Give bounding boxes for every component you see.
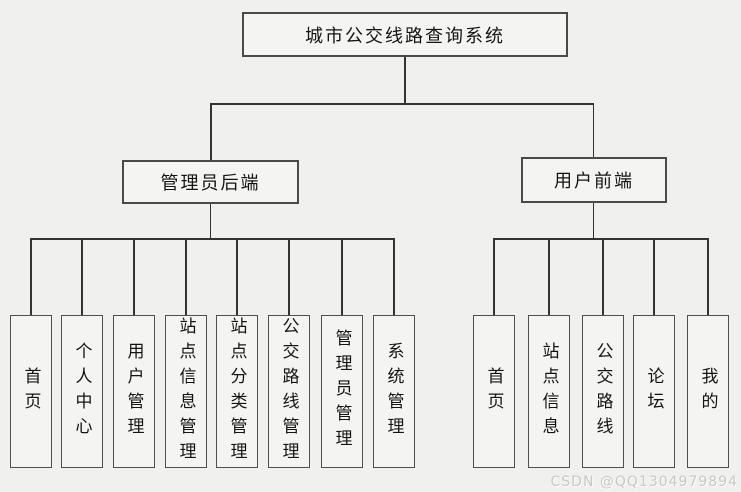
node-admin-backend-label: 管理员后端 [160, 173, 261, 193]
connector-user-drop-1 [493, 238, 495, 315]
node-label: 管理员管理 [332, 329, 352, 454]
node-label: 站点分类管理 [227, 316, 247, 467]
node-label: 系统管理 [384, 341, 404, 442]
connector-user-drop-3 [602, 238, 604, 315]
connector-level1-rail [210, 103, 594, 105]
node-admin-bus-route-management: 公交路线管理 [268, 315, 310, 468]
node-user-home: 首页 [473, 315, 515, 468]
node-label: 我的 [698, 366, 718, 417]
node-user-forum: 论坛 [633, 315, 675, 468]
connector-admin-drop-4 [185, 238, 187, 315]
node-admin-station-category-management: 站点分类管理 [216, 315, 258, 468]
node-label: 公交路线 [593, 341, 613, 442]
node-admin-user-management: 用户管理 [113, 315, 155, 468]
node-label: 用户管理 [124, 341, 144, 442]
node-label: 首页 [21, 366, 41, 417]
node-admin-system-management: 系统管理 [373, 315, 415, 468]
node-user-frontend-label: 用户前端 [554, 171, 634, 191]
connector-root-stem [404, 57, 406, 104]
node-label: 站点信息 [539, 341, 559, 442]
connector-admin-drop-6 [288, 238, 290, 315]
node-user-station-info: 站点信息 [528, 315, 570, 468]
connector-drop-user [592, 103, 594, 157]
connector-admin-drop-8 [393, 238, 395, 315]
node-label: 首页 [484, 366, 504, 417]
node-label: 论坛 [644, 366, 664, 417]
connector-admin-stem [209, 204, 211, 238]
node-label: 站点信息管理 [176, 316, 196, 467]
connector-user-drop-5 [707, 238, 709, 315]
node-root: 城市公交线路查询系统 [242, 12, 568, 57]
csdn-watermark: CSDN @QQ1304979894 [550, 474, 738, 490]
node-admin-personal-center: 个人中心 [61, 315, 103, 468]
node-root-label: 城市公交线路查询系统 [305, 25, 505, 46]
node-user-bus-route: 公交路线 [582, 315, 624, 468]
node-label: 公交路线管理 [279, 316, 299, 467]
connector-admin-rail [30, 238, 394, 240]
connector-drop-admin [210, 103, 212, 160]
connector-user-drop-4 [653, 238, 655, 315]
node-label: 个人中心 [72, 341, 92, 442]
connector-user-stem [592, 203, 594, 238]
node-admin-station-info-management: 站点信息管理 [165, 315, 207, 468]
connector-admin-drop-7 [341, 238, 343, 315]
connector-admin-drop-1 [30, 238, 32, 315]
node-user-frontend: 用户前端 [521, 157, 667, 203]
connector-user-drop-2 [548, 238, 550, 315]
connector-user-rail [493, 238, 708, 240]
node-admin-backend: 管理员后端 [122, 160, 299, 204]
node-admin-administrator-management: 管理员管理 [321, 315, 363, 468]
connector-admin-drop-5 [236, 238, 238, 315]
node-user-mine: 我的 [687, 315, 729, 468]
node-admin-home: 首页 [10, 315, 52, 468]
connector-admin-drop-2 [81, 238, 83, 315]
connector-admin-drop-3 [133, 238, 135, 315]
